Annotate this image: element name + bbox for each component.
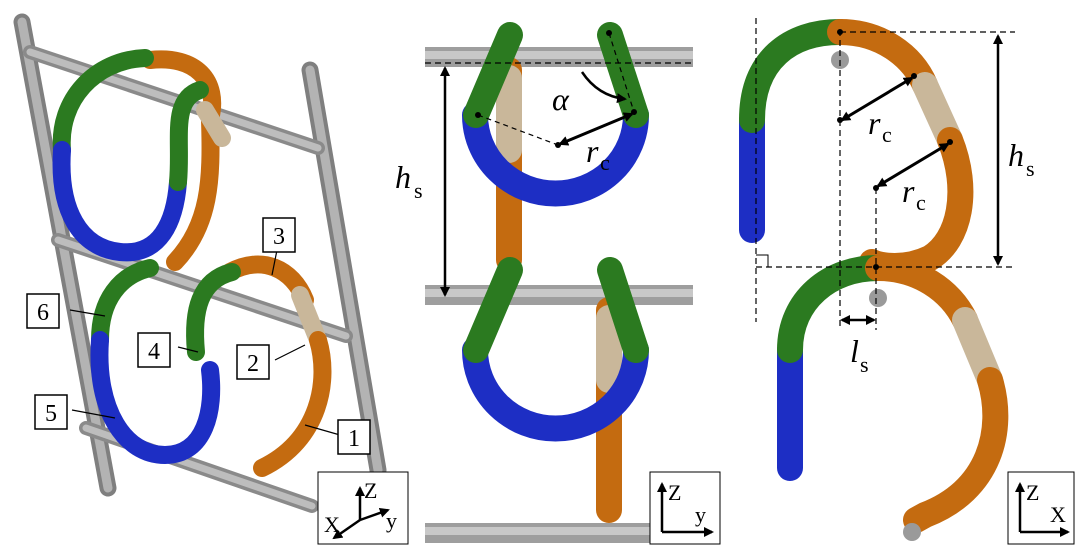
hs-middle-subscript: s — [414, 178, 423, 203]
rc-right-1-subscript: c — [882, 122, 892, 147]
panel-middle-front-view: α h s r c Z y — [395, 22, 721, 545]
axis-x-label: X — [324, 512, 340, 537]
axis-z-label-middle: Z — [668, 480, 681, 505]
ladder-rails — [13, 13, 387, 497]
callout-3-label: 3 — [273, 224, 285, 250]
rc-right-1-symbol: r — [868, 105, 881, 141]
ls-subscript: s — [860, 352, 869, 377]
callout-2: 2 — [236, 344, 270, 380]
callout-6-label: 6 — [37, 300, 49, 326]
axis-z-label: Z — [364, 478, 377, 503]
right-dimensions — [837, 29, 1003, 325]
callout-2-label: 2 — [247, 351, 259, 377]
pivot-markers — [831, 51, 921, 541]
rc-middle-subscript: c — [600, 150, 610, 175]
axis-triad-middle: Z y — [649, 471, 721, 545]
hs-label-middle: h s — [395, 159, 423, 203]
callout-4-label: 4 — [148, 339, 160, 365]
ls-symbol: l — [850, 333, 859, 369]
axis-y-label: y — [386, 508, 397, 533]
lower-robot-right — [777, 255, 1009, 533]
axis-z-label-right: Z — [1026, 480, 1039, 505]
upper-robot-middle — [462, 22, 649, 207]
rc-label-right-1: r c — [868, 105, 892, 147]
callout-1: 1 — [337, 419, 371, 455]
right-guides — [755, 18, 1015, 330]
ls-label: l s — [850, 333, 869, 377]
axis-triad-left: Z y X — [317, 471, 409, 545]
axis-triad-right: Z X — [1007, 471, 1075, 545]
upper-robot-left — [52, 49, 231, 271]
lower-robot-left — [90, 255, 332, 477]
callout-6: 6 — [26, 293, 60, 329]
callout-4: 4 — [137, 332, 171, 368]
hs-right-subscript: s — [1026, 156, 1035, 181]
callout-1-label: 1 — [348, 426, 360, 452]
panel-right-side-view: h s r c r c l s Z X — [739, 18, 1075, 545]
callout-3: 3 — [262, 217, 296, 253]
hs-middle-symbol: h — [395, 159, 411, 195]
alpha-label: α — [552, 81, 570, 117]
axis-x-label-right: X — [1050, 502, 1066, 527]
lower-robot-middle — [462, 257, 649, 442]
callout-5: 5 — [34, 394, 68, 430]
axis-y-label-middle: y — [695, 502, 706, 527]
panel-left-isometric: 1 2 3 4 5 6 Z y X — [13, 13, 409, 545]
right-angle-marker — [756, 254, 769, 267]
hs-right-symbol: h — [1008, 137, 1024, 173]
rc-right-2-symbol: r — [902, 173, 915, 209]
rc-middle-symbol: r — [586, 133, 599, 169]
hs-label-right: h s — [1008, 137, 1035, 181]
rc-right-2-subscript: c — [916, 190, 926, 215]
upper-robot-right — [739, 19, 974, 279]
rc-label-middle: r c — [586, 133, 610, 175]
rc-label-right-2: r c — [902, 173, 926, 215]
middle-annotations — [425, 30, 693, 297]
callout-5-label: 5 — [45, 401, 57, 427]
